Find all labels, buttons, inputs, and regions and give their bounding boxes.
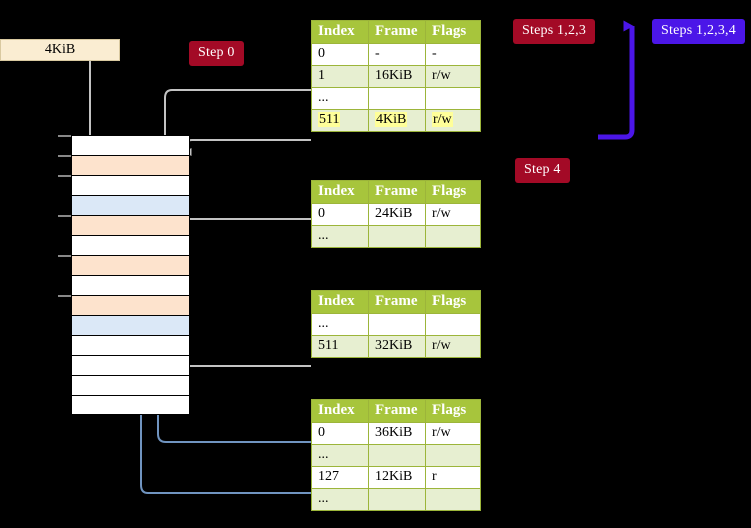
table-cell: 24KiB [368,203,426,226]
table-cell: r [425,466,481,489]
physical-memory-column [58,135,190,415]
table-cell: 511 [311,335,369,358]
virtual-address-box: 4KiB [0,39,120,61]
memory-frame-tick [58,135,71,137]
badge-step-4: Step 4 [515,158,570,183]
column-header: Flags [425,290,481,314]
memory-frame-tick [58,295,71,297]
table-cell: 127 [311,466,369,489]
table-cell [425,87,481,110]
column-header: Flags [425,180,481,204]
table-cell: 511 [311,109,369,132]
memory-frame-tick [58,255,71,257]
table-cell: 16KiB [368,65,426,88]
column-header: Frame [368,20,426,44]
memory-frame [71,335,190,355]
table-cell [368,444,426,467]
table-cell: ... [311,444,369,467]
table-cell: 4KiB [368,109,426,132]
table-row: ... [311,488,481,511]
memory-frame-tick [58,175,71,177]
badge-steps-1234: Steps 1,2,3,4 [652,19,745,44]
table-row: ... [311,444,481,467]
memory-frame [71,275,190,295]
table-cell [368,313,426,336]
table-cell [425,225,481,248]
virtual-address-label: 4KiB [44,42,76,57]
column-header: Index [311,180,369,204]
memory-frame [71,295,190,315]
memory-frame [71,195,190,215]
highlighted-value: r/w [432,112,453,127]
badge-step-0: Step 0 [189,41,244,66]
memory-frame [71,355,190,375]
table-cell: 1 [311,65,369,88]
highlighted-value: 511 [318,112,341,127]
table-row: ... [311,87,481,110]
table-cell: 0 [311,43,369,66]
table-cell: ... [311,313,369,336]
memory-frame [71,315,190,335]
table-cell: ... [311,488,369,511]
column-header: Frame [368,399,426,423]
memory-frame [71,215,190,235]
table-cell: 0 [311,422,369,445]
badge-steps-123: Steps 1,2,3 [513,19,596,44]
memory-frame [71,175,190,195]
column-header: Index [311,399,369,423]
memory-frame-tick [58,155,71,157]
table-cell [368,488,426,511]
table-cell: 36KiB [368,422,426,445]
memory-frame [71,155,190,175]
column-header: Flags [425,20,481,44]
table-cell: 12KiB [368,466,426,489]
table-cell [425,488,481,511]
memory-frame [71,135,190,155]
table-cell: r/w [425,335,481,358]
table-cell: r/w [425,203,481,226]
memory-frame [71,395,190,415]
highlighted-value: 4KiB [375,112,408,127]
table-cell: - [425,43,481,66]
table-row: ... [311,225,481,248]
table-cell: r/w [425,65,481,88]
memory-frame [71,375,190,395]
table-cell: r/w [425,109,481,132]
table-cell [368,87,426,110]
table-cell: ... [311,87,369,110]
column-header: Frame [368,180,426,204]
column-header: Flags [425,399,481,423]
memory-frame-tick [58,215,71,217]
column-header: Index [311,290,369,314]
table-cell [368,225,426,248]
table-cell: 0 [311,203,369,226]
table-row: 0-- [311,43,481,66]
column-header: Frame [368,290,426,314]
table-row: ... [311,313,481,336]
memory-frame [71,255,190,275]
table-row: 511 4KiB r/w [311,109,481,132]
table-cell: 32KiB [368,335,426,358]
table-cell [425,444,481,467]
table-cell [425,313,481,336]
column-header: Index [311,20,369,44]
memory-frame [71,235,190,255]
table-cell: - [368,43,426,66]
table-cell: ... [311,225,369,248]
table-cell: r/w [425,422,481,445]
